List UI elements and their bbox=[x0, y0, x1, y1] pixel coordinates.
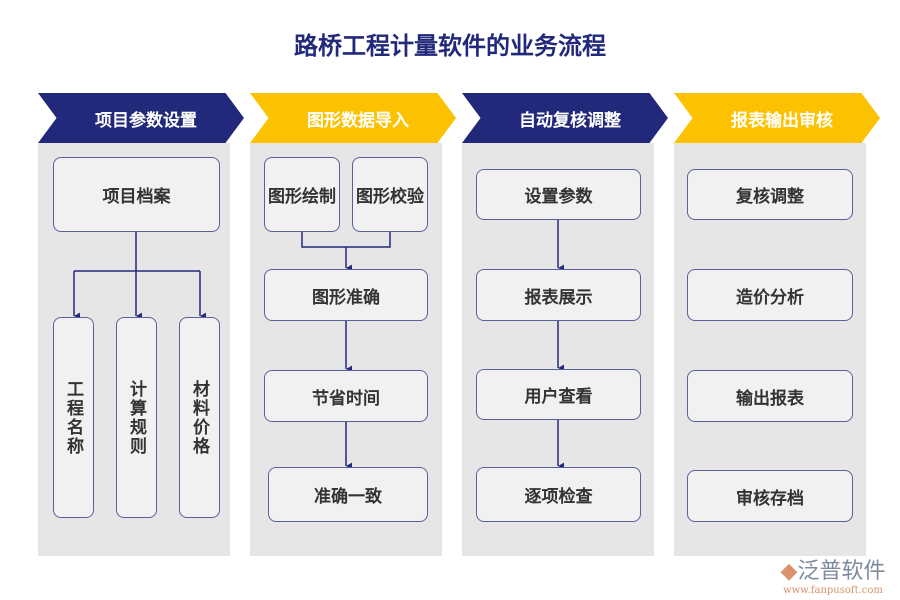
box-vertical: 工程名称 bbox=[53, 317, 94, 518]
stage-3-header: 自动复核调整 bbox=[462, 93, 668, 143]
stage-4-header: 报表输出审核 bbox=[674, 93, 880, 143]
box-step: 复核调整 bbox=[687, 169, 853, 220]
box-step: 设置参数 bbox=[476, 169, 641, 220]
box-step: 报表展示 bbox=[476, 269, 641, 321]
stage-2-header: 图形数据导入 bbox=[250, 93, 456, 143]
box-vertical: 计算规则 bbox=[116, 317, 157, 518]
box-step: 准确一致 bbox=[268, 467, 428, 522]
box-project-file: 项目档案 bbox=[53, 157, 220, 232]
stage-1-header: 项目参数设置 bbox=[38, 93, 244, 143]
connector bbox=[301, 232, 391, 248]
connector bbox=[74, 232, 200, 272]
logo-icon: ◆ bbox=[780, 559, 798, 584]
box-step: 图形准确 bbox=[264, 269, 428, 321]
box-step: 造价分析 bbox=[687, 269, 853, 321]
box-step: 节省时间 bbox=[264, 370, 428, 422]
box-step: 逐项检查 bbox=[476, 467, 641, 522]
box-step: 图形绘制 bbox=[264, 157, 340, 232]
logo: ◆泛普软件 www.fanpusoft.com bbox=[780, 559, 886, 596]
box-step: 输出报表 bbox=[687, 370, 853, 422]
box-vertical: 材料价格 bbox=[179, 317, 220, 518]
box-step: 用户查看 bbox=[476, 369, 641, 420]
box-step: 图形校验 bbox=[352, 157, 428, 232]
diagram-title: 路桥工程计量软件的业务流程 bbox=[294, 32, 606, 60]
box-step: 审核存档 bbox=[687, 470, 853, 522]
